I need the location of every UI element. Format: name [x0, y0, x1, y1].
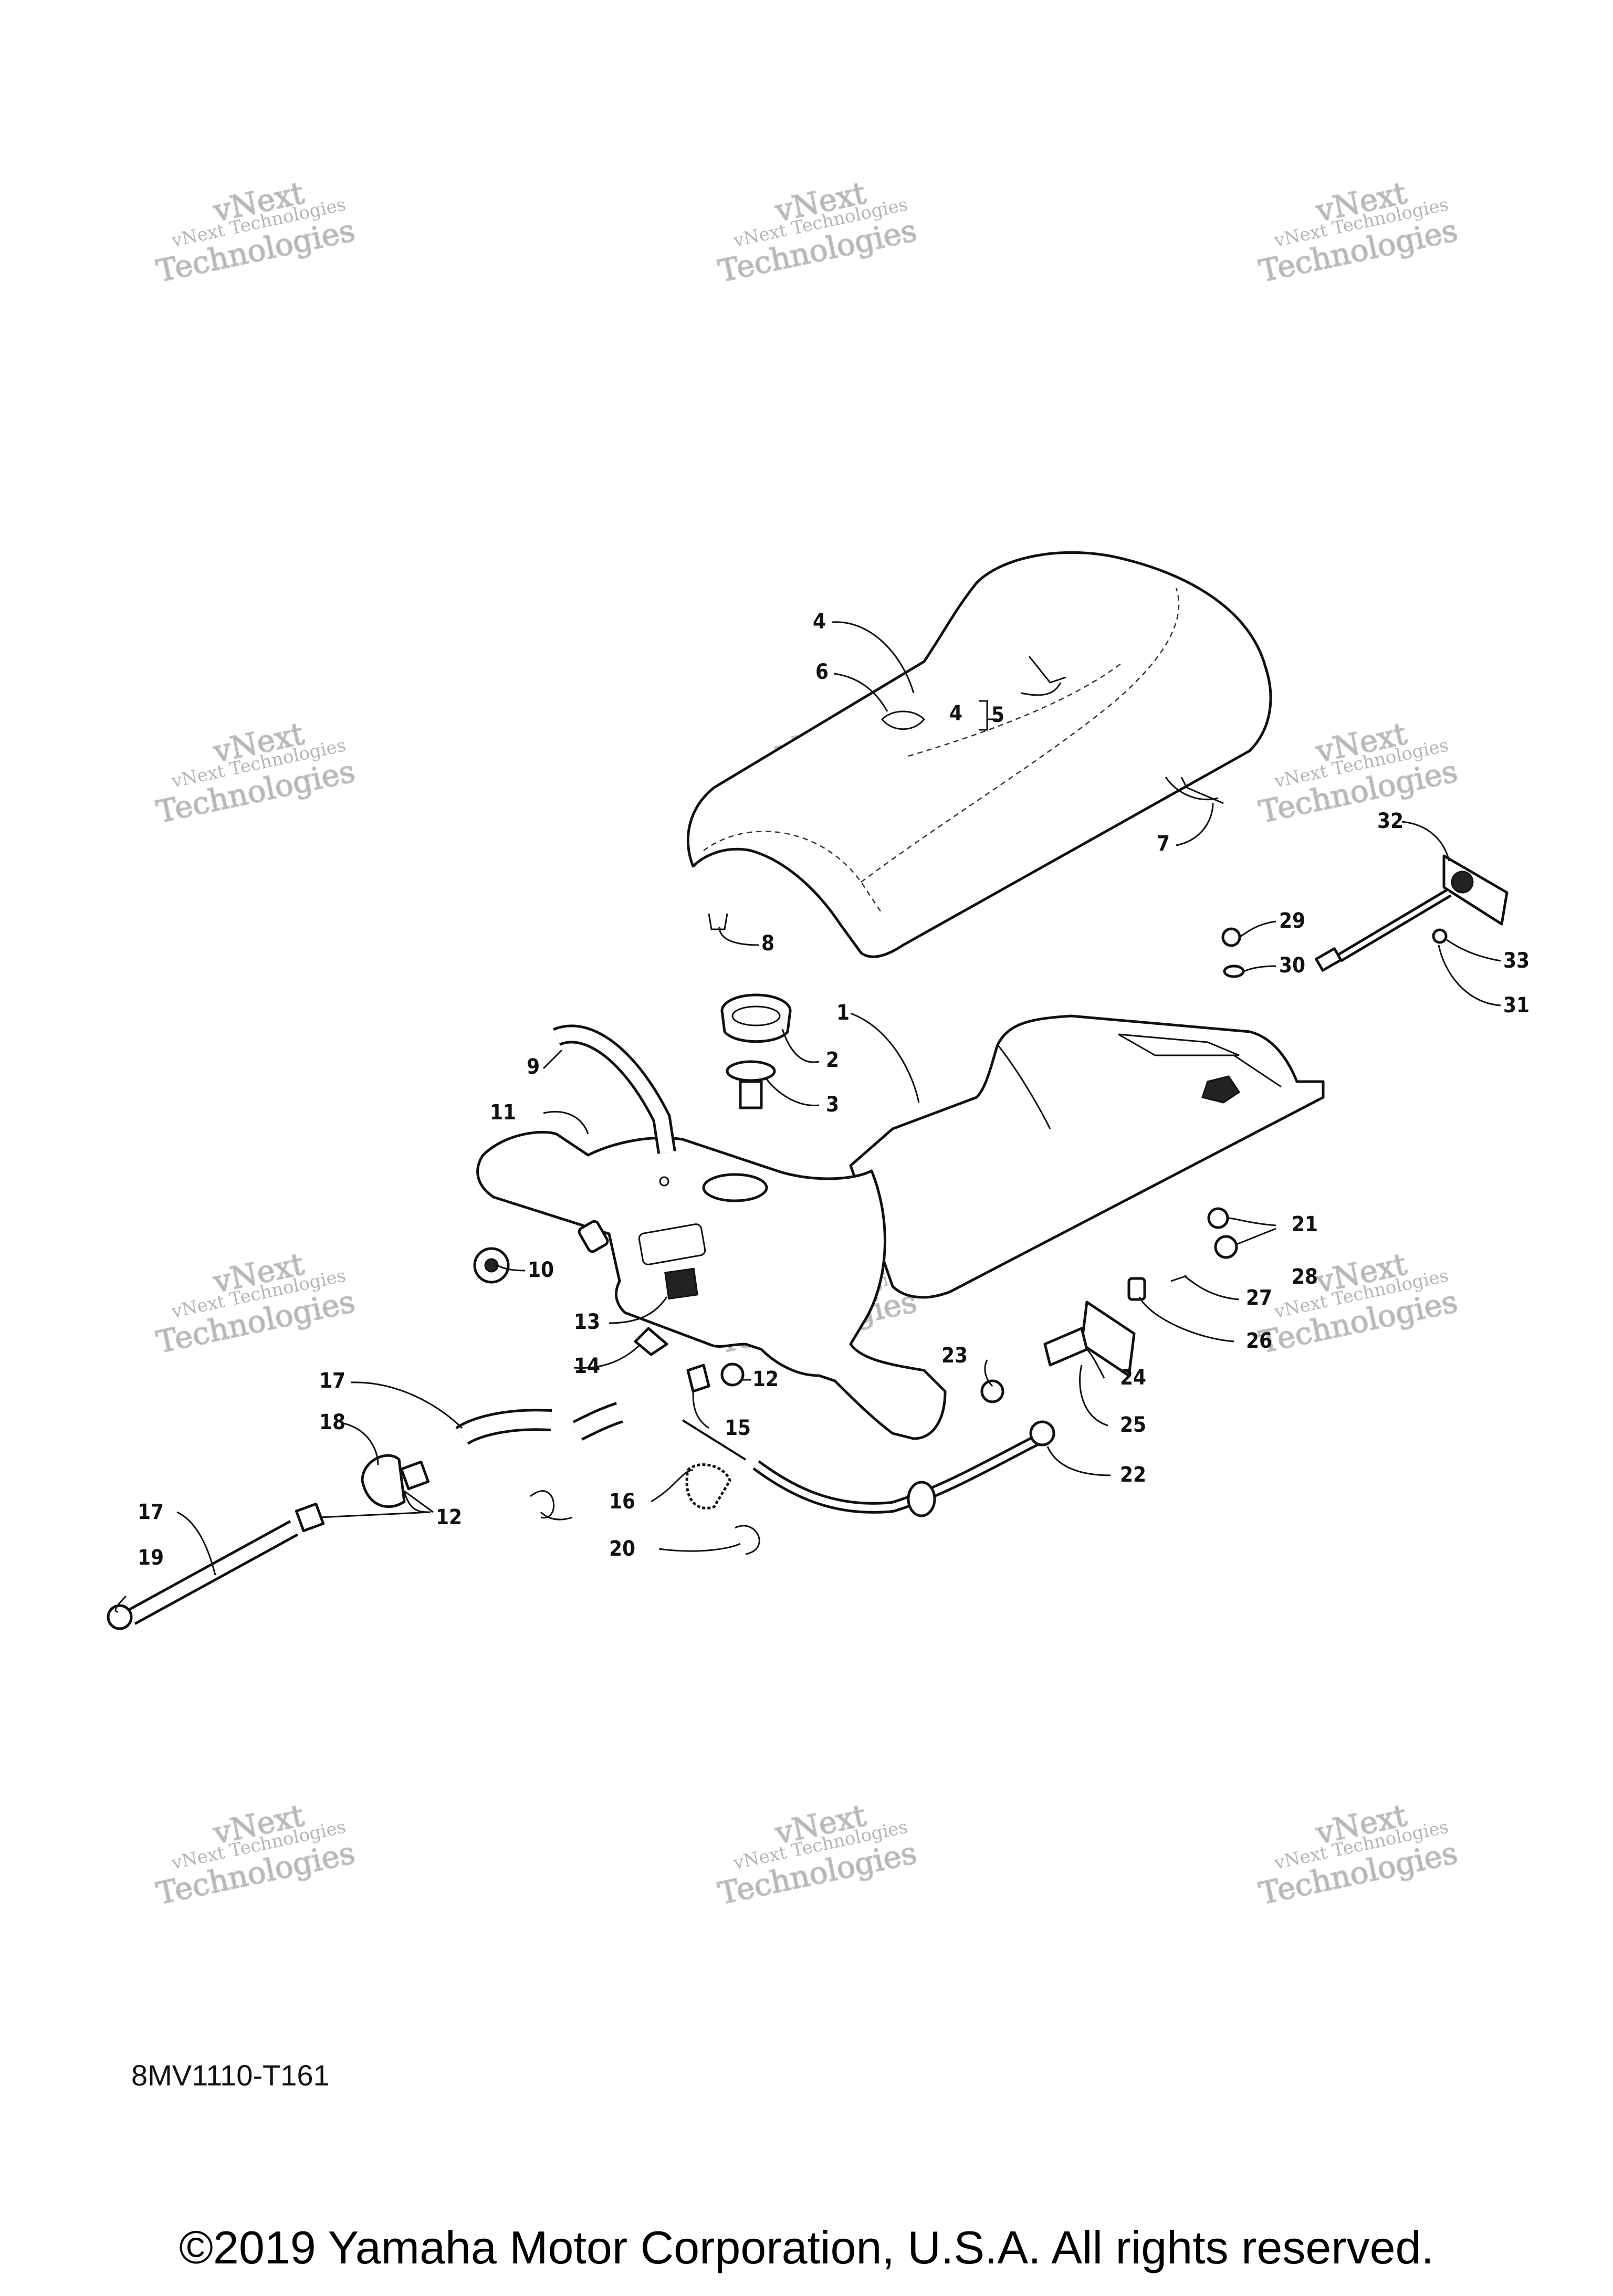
callout-29: 29: [1279, 909, 1305, 933]
callout-4: 4: [813, 610, 826, 634]
callout-24: 24: [1120, 1366, 1146, 1390]
shutoff-valve: [634, 1327, 745, 1393]
vent-hose: [553, 1024, 676, 1154]
watermark: vNext Technologies Technologies vNext: [1255, 1245, 1461, 1361]
callout-8: 8: [761, 931, 774, 956]
callout-6: 6: [815, 660, 829, 684]
clip-8: [708, 913, 728, 930]
callout-26: 26: [1246, 1329, 1272, 1353]
watermark: vNext Technologies Technologies vNext: [1255, 1797, 1461, 1912]
leader-lines: [114, 621, 1501, 1613]
watermark: vNext Technologies Technologies vNext: [1255, 715, 1461, 831]
pin-7: [1180, 777, 1224, 804]
callout-22: 22: [1120, 1463, 1146, 1487]
callout-5: 5: [991, 703, 1004, 727]
fuel-cap: [720, 993, 792, 1043]
callout-23: 23: [941, 1344, 968, 1368]
callout-2: 2: [826, 1048, 839, 1072]
watermark: vNext Technologies Technologies vNext: [153, 1797, 359, 1912]
callout-16: 16: [609, 1490, 635, 1514]
callout-27: 27: [1246, 1286, 1272, 1310]
callout-17: 17: [138, 1500, 164, 1524]
fuel-tank-drawing: [476, 1014, 1325, 1440]
latch-32: [1315, 854, 1509, 972]
callout-12: 12: [436, 1505, 462, 1529]
copyright-notice: ©2019 Yamaha Motor Corporation, U.S.A. A…: [179, 2221, 1434, 2273]
diagram-code: 8MV1110-T161: [131, 2059, 330, 2092]
watermark: vNext Technologies Technologies vNext: [153, 1245, 359, 1361]
watermark: vNext Technologies Technologies vNext: [153, 715, 359, 831]
callout-30: 30: [1279, 953, 1305, 978]
watermark: vNext Technologies Technologies vNext: [715, 174, 920, 290]
seat-drawing: [686, 551, 1272, 958]
watermark: vNext Technologies Technologies vNext: [715, 1797, 920, 1912]
gauge-10: [473, 1247, 510, 1284]
callout-10: 10: [528, 1258, 554, 1282]
primer-bulb: [107, 1454, 430, 1630]
callout-31: 31: [1503, 993, 1530, 1018]
callout-1: 1: [836, 1001, 850, 1025]
hose-clamps: [530, 1490, 760, 1555]
callout-labels: 1 2 3 4 4 5 6 7 8 9 10 11 12 12 13 14 15…: [138, 610, 1530, 1570]
fastener-21: [1207, 1207, 1238, 1259]
callout-3: 3: [826, 1093, 839, 1117]
callout-7: 7: [1157, 832, 1170, 856]
callout-33: 33: [1503, 949, 1530, 973]
cap-gasket: [726, 1060, 776, 1109]
callout-21: 21: [1292, 1212, 1318, 1236]
callout-17: 17: [319, 1369, 345, 1393]
callout-32: 32: [1377, 809, 1403, 833]
callout-18: 18: [319, 1410, 345, 1434]
bracket-24: [1043, 1275, 1187, 1377]
callout-13: 13: [574, 1310, 600, 1334]
callout-20: 20: [609, 1537, 635, 1561]
callout-19: 19: [138, 1546, 164, 1570]
watermark: vNext Technologies Technologies vNext: [1255, 174, 1461, 290]
callout-14: 14: [574, 1354, 600, 1378]
fuel-line: [455, 1402, 623, 1445]
callout-28: 28: [1292, 1265, 1318, 1289]
callout-25: 25: [1120, 1413, 1146, 1437]
callout-11: 11: [490, 1100, 516, 1125]
callout-9: 9: [527, 1055, 540, 1079]
choke-cable: [682, 1379, 1055, 1517]
callout-15: 15: [725, 1416, 751, 1440]
callout-4: 4: [949, 701, 962, 726]
watermark: vNext Technologies Technologies vNext: [153, 174, 359, 290]
fitting-11: [578, 1220, 609, 1253]
callout-12: 12: [752, 1367, 779, 1391]
